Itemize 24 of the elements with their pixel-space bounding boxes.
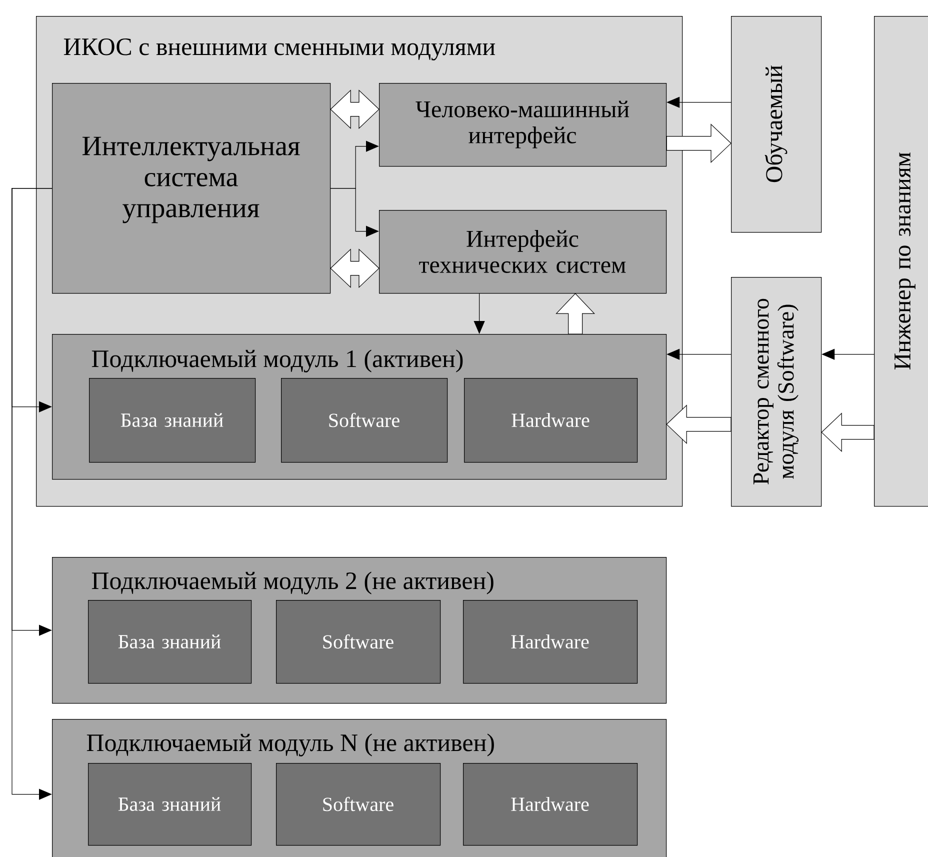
actor-box: Инженер по знаниям (874, 16, 928, 507)
block-arrow (556, 293, 595, 334)
component-box: Software (276, 763, 441, 846)
interface-box: Человеко-машинный интерфейс (379, 83, 667, 167)
arrow (12, 188, 52, 800)
block-arrow (666, 404, 732, 444)
actor-box: Обучаемый (731, 16, 822, 233)
component-box: База знаний (89, 378, 256, 463)
arrow (330, 188, 379, 237)
process-box: Интеллектуальная система управления (52, 83, 331, 294)
component-box: Software (276, 600, 441, 684)
component-box: База знаний (88, 763, 252, 846)
block-arrow (821, 412, 874, 452)
block-arrow (330, 90, 380, 129)
component-box: Hardware (464, 378, 638, 463)
component-box: Hardware (463, 600, 638, 684)
component-box: Hardware (463, 763, 638, 846)
interface-box: Интерфейс технических систем (379, 210, 667, 294)
component-box: Software (281, 378, 448, 463)
block-arrow (330, 248, 380, 288)
arrow (474, 293, 485, 334)
editor-box: Редактор сменного модуля (Software) (731, 277, 822, 507)
component-box: База знаний (88, 600, 252, 684)
block-arrow (666, 124, 732, 163)
